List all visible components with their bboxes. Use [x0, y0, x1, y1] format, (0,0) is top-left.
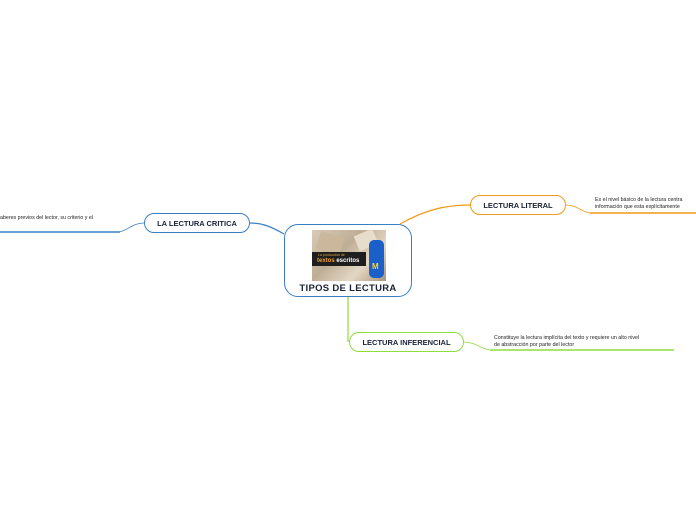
topic-lectura-critica[interactable]: LA LECTURA CRITICA — [144, 213, 250, 233]
note-line: información que esta explícitamente — [595, 204, 680, 210]
connector-critica-note — [117, 222, 145, 233]
robot-letter: M — [372, 262, 379, 271]
note-critica[interactable]: aberes previos del lector, su criterio y… — [0, 215, 118, 222]
image-banner-caption: La producción de — [318, 253, 345, 257]
image-banner-word1: textos — [317, 258, 335, 264]
central-topic[interactable]: La producción de textos escritos M TIPOS… — [284, 224, 412, 297]
note-line: aberes previos del lector, su criterio y… — [0, 215, 94, 221]
image-banner — [312, 252, 366, 266]
connector-literal — [399, 204, 471, 225]
connector-critica — [249, 222, 285, 235]
note-inferencial[interactable]: Constituye la lectura implícita del text… — [494, 335, 674, 349]
connector-literal-note — [565, 204, 593, 214]
image-banner-title: textos escritos — [317, 258, 359, 264]
topic-label: LECTURA LITERAL — [483, 201, 553, 210]
topic-label: LA LECTURA CRITICA — [157, 219, 237, 228]
image-banner-word2: escritos — [336, 258, 360, 264]
connector-inferencial-note — [463, 341, 493, 351]
topic-lectura-inferencial[interactable]: LECTURA INFERENCIAL — [349, 332, 464, 352]
note-line: Es el nivel básico de la lectura centra — [595, 197, 683, 203]
topic-lectura-literal[interactable]: LECTURA LITERAL — [470, 195, 566, 215]
central-topic-image: La producción de textos escritos M — [312, 230, 386, 281]
note-line: Constituye la lectura implícita del text… — [494, 335, 640, 341]
topic-label: LECTURA INFERENCIAL — [362, 338, 451, 347]
central-topic-title: TIPOS DE LECTURA — [299, 283, 397, 294]
note-line: de abstracción por parte del lector — [494, 342, 575, 348]
note-literal[interactable]: Es el nivel básico de la lectura centra … — [595, 197, 696, 211]
robot-icon — [369, 240, 384, 278]
